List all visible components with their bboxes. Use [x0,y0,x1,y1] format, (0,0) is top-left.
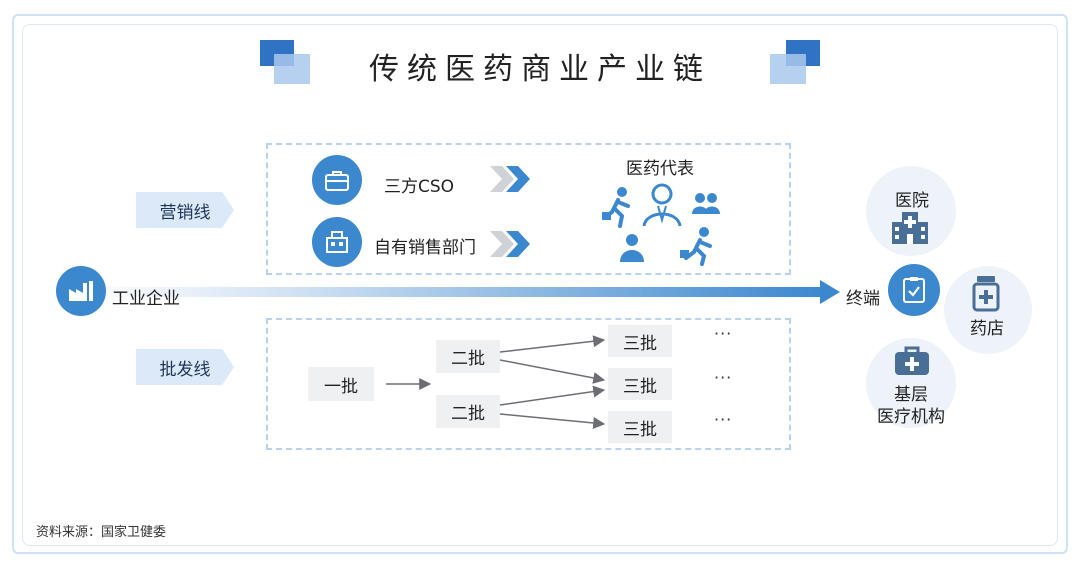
primary-care-label-line2: 医疗机构 [877,407,945,427]
source-note: 资料来源：国家卫健委 [36,525,167,540]
page-title: 传统医药商业产业链 [369,52,711,87]
ellipsis-1: ··· [714,324,733,343]
hospital-icon [892,212,928,244]
title-deco-left [260,40,310,84]
briefcase-icon [312,155,362,205]
medical-rep-label: 医药代表 [626,159,694,179]
second-tier-box-1: 二批 [436,340,500,373]
outer-frame [12,14,1068,554]
marketing-box [266,143,791,275]
factory-icon [56,266,106,316]
third-party-cso-label: 三方CSO [384,177,455,197]
medical-kit-icon [895,346,929,375]
clipboard-icon [888,264,940,316]
wholesale-box [266,318,791,450]
primary-care-label-line1: 基层 [894,385,928,405]
hospital-label: 医院 [895,191,929,211]
chevron-right-icon [490,166,530,192]
title-deco-right [770,40,820,84]
inner-frame [22,24,1058,546]
ellipsis-3: ··· [714,410,733,429]
second-tier-box-2: 二批 [436,395,500,428]
ellipsis-2: ··· [714,368,733,387]
first-tier-box: 一批 [308,367,374,401]
marketing-tag: 营销线 [136,192,234,228]
wholesale-tag: 批发线 [136,349,234,385]
terminal-label: 终端 [846,289,880,309]
third-tier-box-3: 三批 [608,411,672,443]
third-tier-box-2: 三批 [608,368,672,400]
chevron-right-icon [490,231,530,257]
building-icon [312,217,362,267]
sales-reps-icon [602,183,720,266]
own-sales-label: 自有销售部门 [374,238,476,258]
medicine-bottle-icon [972,276,1000,312]
pharmacy-label: 药店 [970,319,1004,339]
main-flow-arrow [80,280,840,304]
producer-label: 工业企业 [112,289,180,309]
third-tier-box-1: 三批 [608,325,672,357]
